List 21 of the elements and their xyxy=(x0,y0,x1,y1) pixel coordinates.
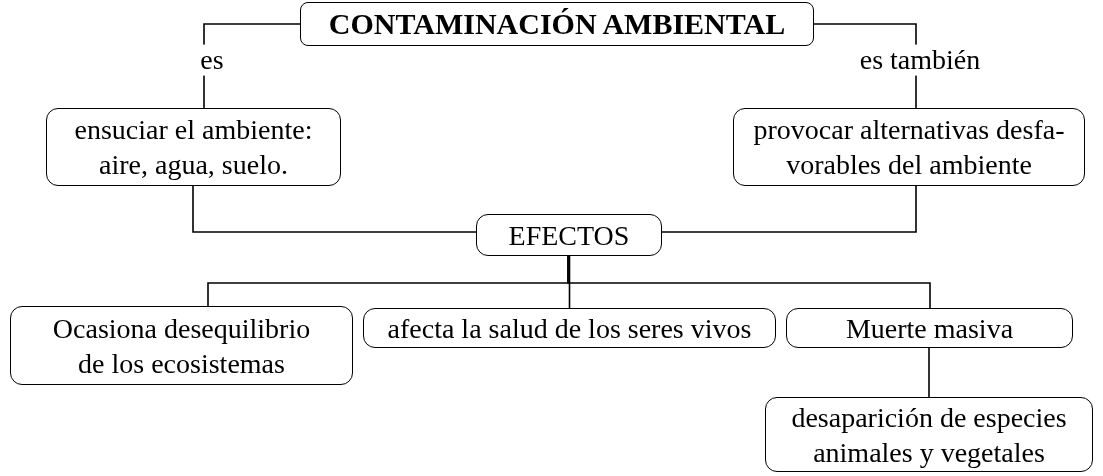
connector-line xyxy=(567,255,931,309)
connector-line xyxy=(192,185,477,233)
concept-box xyxy=(476,214,662,256)
concept-text: EFECTOS xyxy=(508,218,630,253)
concept-text: afecta la salud de los seres vivos xyxy=(387,311,752,346)
connector-line xyxy=(661,185,917,233)
concept-box xyxy=(10,306,353,385)
concept-box xyxy=(46,108,341,186)
concept-text: desaparición de especies animales y vegetales xyxy=(790,400,1068,470)
concept-box xyxy=(786,308,1073,348)
concept-text: provocar alternativas desfa-vorables del ambiente xyxy=(752,113,1066,182)
concept-box xyxy=(733,108,1085,186)
concept-text: Muerte masiva xyxy=(845,311,1014,346)
concept-box xyxy=(765,397,1093,472)
connector-line xyxy=(568,255,571,309)
concept-box xyxy=(300,2,814,46)
concept-text: CONTAMINACIÓN AMBIENTAL xyxy=(328,6,786,43)
connector-line xyxy=(928,347,930,398)
concept-box xyxy=(363,308,776,348)
concept-text: Ocasiona desequilibrio de los ecosistemas xyxy=(51,311,312,381)
concept-text: ensuciar el ambiente: aire, agua, suelo. xyxy=(73,113,314,182)
